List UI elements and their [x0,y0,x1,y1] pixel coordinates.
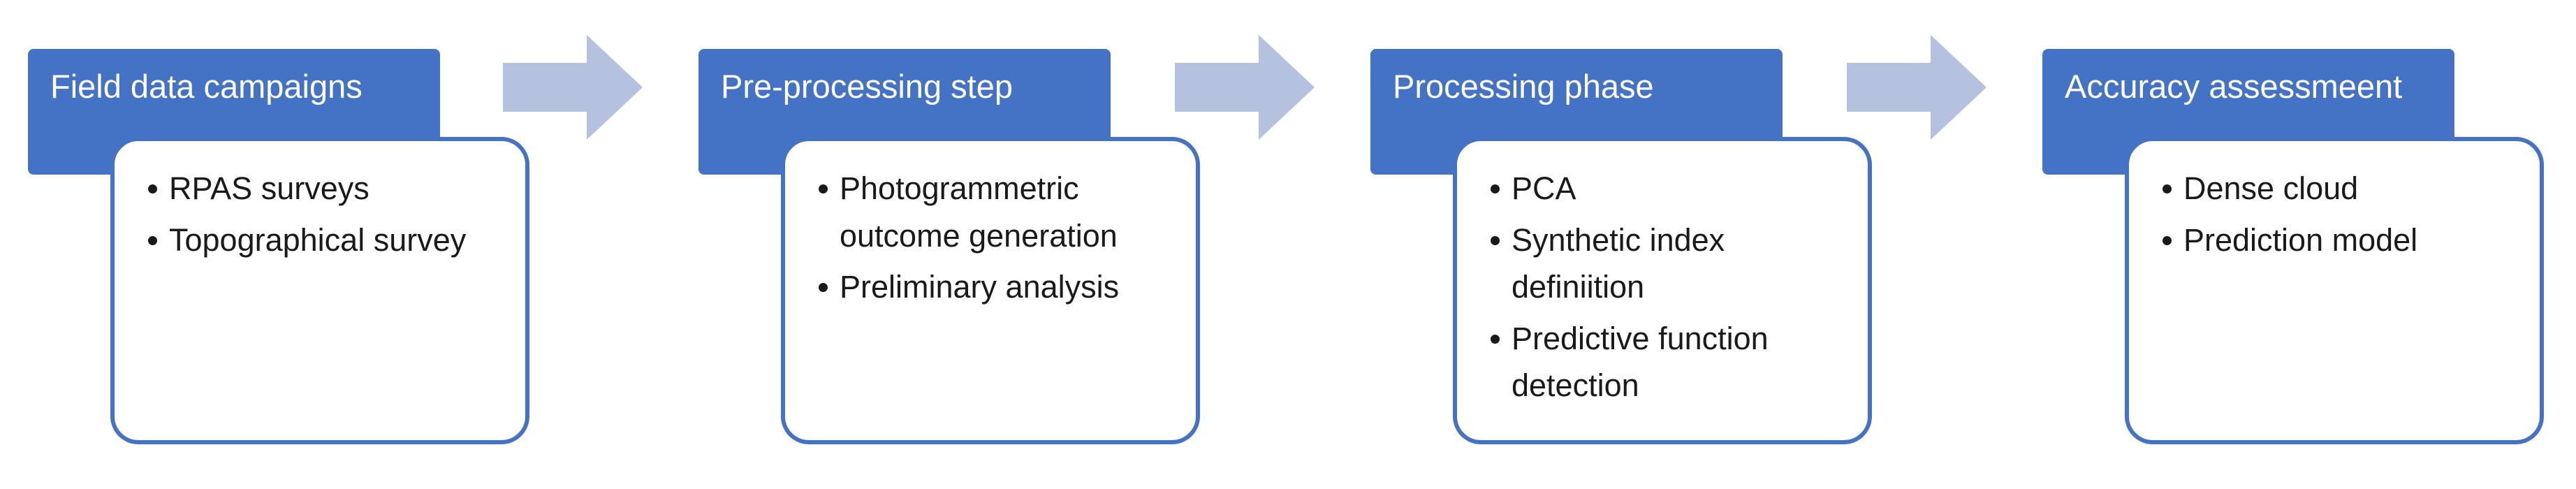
bullet-list: PCA Synthetic index definiition Predicti… [1491,165,1854,409]
bullet-list: RPAS surveys Topographical survey [148,165,511,263]
bullet-icon [819,283,828,292]
stage-accuracy-assessment: Accuracy assessmeent Dense cloud Predict… [2042,0,2573,489]
stage-title: Pre-processing step [721,68,1013,105]
bullet-icon [1491,184,1500,194]
bullet-icon [819,184,828,194]
bullet-item: Prediction model [2162,217,2526,264]
stage-field-data-campaigns: Field data campaigns RPAS surveys Topogr… [28,0,559,489]
stage-detail-box: Dense cloud Prediction model [2125,137,2544,444]
stage-detail-box: PCA Synthetic index definiition Predicti… [1453,137,1872,444]
bullet-icon [2162,235,2172,245]
stage-detail-box: RPAS surveys Topographical survey [110,137,529,444]
stage-title: Processing phase [1393,68,1654,105]
bullet-icon [1491,334,1500,344]
bullet-text: Preliminary analysis [840,269,1120,305]
bullet-text: Dense cloud [2183,170,2359,206]
bullet-text: Topographical survey [169,221,467,258]
bullet-item: RPAS surveys [148,165,511,212]
bullet-text: RPAS surveys [169,170,369,206]
bullet-icon [1491,235,1500,245]
stage-header: Accuracy assessmeent [2042,49,2454,175]
right-arrow-icon [503,35,643,140]
bullet-item: Predictive function detection [1491,315,1854,409]
bullet-text: Synthetic index definiition [1512,221,1725,305]
bullet-list: Photogrammetric outcome generation Preli… [819,165,1182,311]
bullet-text: Predictive function detection [1512,320,1769,404]
stage-title: Field data campaigns [50,68,363,105]
bullet-item: PCA [1491,165,1854,212]
bullet-item: Photogrammetric outcome generation [819,165,1182,259]
right-arrow-icon [1847,35,1986,140]
bullet-icon [148,184,157,194]
stage-title: Accuracy assessmeent [2065,68,2403,105]
stage-pre-processing-step: Pre-processing step Photogrammetric outc… [698,0,1229,489]
stage-processing-phase: Processing phase PCA Synthetic index def… [1370,0,1901,489]
bullet-item: Preliminary analysis [819,263,1182,311]
bullet-text: Photogrammetric outcome generation [840,170,1118,254]
right-arrow-icon [1175,35,1315,140]
stage-detail-box: Photogrammetric outcome generation Preli… [781,137,1200,444]
bullet-text: PCA [1512,170,1576,206]
bullet-icon [148,235,157,245]
bullet-text: Prediction model [2183,221,2418,258]
bullet-item: Topographical survey [148,217,511,264]
bullet-list: Dense cloud Prediction model [2162,165,2526,263]
bullet-item: Dense cloud [2162,165,2526,212]
bullet-item: Synthetic index definiition [1491,217,1854,311]
bullet-icon [2162,184,2172,194]
